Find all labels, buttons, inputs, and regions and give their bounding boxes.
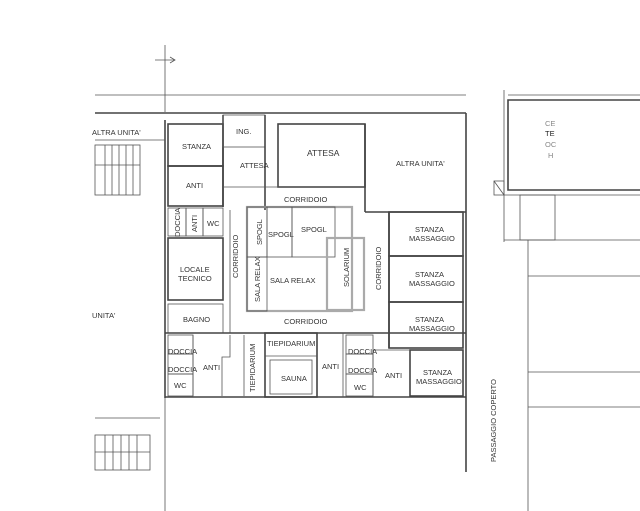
label-attesa-small: ATTESA [240,161,269,170]
label-corridoio-bottom: CORRIDOIO [284,317,328,326]
label-corridoio-left: CORRIDOIO [231,235,240,279]
label-stanza-massaggio-4b: MASSAGGIO [416,377,462,386]
label-solarium: SOLARIUM [342,248,351,287]
label-anti-top: ANTI [186,181,203,190]
label-unita-left: UNITA' [92,311,116,320]
label-tiepidarium-vertical: TIEPIDARIUM [248,344,257,392]
label-doccia-br-1: DOCCIA [348,347,377,356]
room-labels: ALTRA UNITA' UNITA' STANZA ING. ATTESA A… [92,119,557,462]
label-doccia-br-2: DOCCIA [348,366,377,375]
label-doccia-top: DOCCIA [173,208,182,237]
label-corridoio-top: CORRIDOIO [284,195,328,204]
label-spogl-vertical: SPOGL [255,219,264,245]
label-stanza-massaggio-3a: STANZA [415,315,444,324]
label-locale-tecnico-2: TECNICO [178,274,212,283]
label-right-building-1: CE [545,119,555,128]
label-stanza-massaggio-1a: STANZA [415,225,444,234]
walls [94,45,640,511]
label-wc-br: WC [354,383,367,392]
label-sala-relax-vertical: SALA RELAX [253,257,262,302]
label-stanza: STANZA [182,142,211,151]
label-stanza-massaggio-2b: MASSAGGIO [409,279,455,288]
label-anti-bc: ANTI [322,362,339,371]
label-anti-small: ANTI [190,215,199,232]
label-stanza-massaggio-2a: STANZA [415,270,444,279]
label-stanza-massaggio-1b: MASSAGGIO [409,234,455,243]
label-anti-br: ANTI [385,371,402,380]
label-bagno: BAGNO [183,315,210,324]
label-corridoio-right: CORRIDOIO [374,247,383,291]
label-stanza-massaggio-3b: MASSAGGIO [409,324,455,333]
label-stanza-massaggio-4a: STANZA [423,368,452,377]
label-attesa-main: ATTESA [307,148,340,158]
label-altra-unita-left: ALTRA UNITA' [92,128,141,137]
label-right-building-2: TE [545,129,555,138]
label-spogl-1: SPOGL [268,230,294,239]
label-sala-relax: SALA RELAX [270,276,315,285]
label-sauna: SAUNA [281,374,307,383]
label-ing: ING. [236,127,251,136]
label-tiepidarium: TIEPIDARIUM [267,339,315,348]
label-doccia-bl-2: DOCCIA [168,365,197,374]
label-altra-unita-right: ALTRA UNITA' [396,159,445,168]
label-locale-tecnico-1: LOCALE [180,265,210,274]
label-wc-top: WC [207,219,220,228]
label-right-building-3: OC [545,140,557,149]
label-passaggio-coperto: PASSAGGIO COPERTO [489,379,498,462]
label-right-building-4: H [548,151,553,160]
label-wc-bl: WC [174,381,187,390]
label-doccia-bl-1: DOCCIA [168,347,197,356]
label-spogl-2: SPOGL [301,225,327,234]
label-anti-bl: ANTI [203,363,220,372]
